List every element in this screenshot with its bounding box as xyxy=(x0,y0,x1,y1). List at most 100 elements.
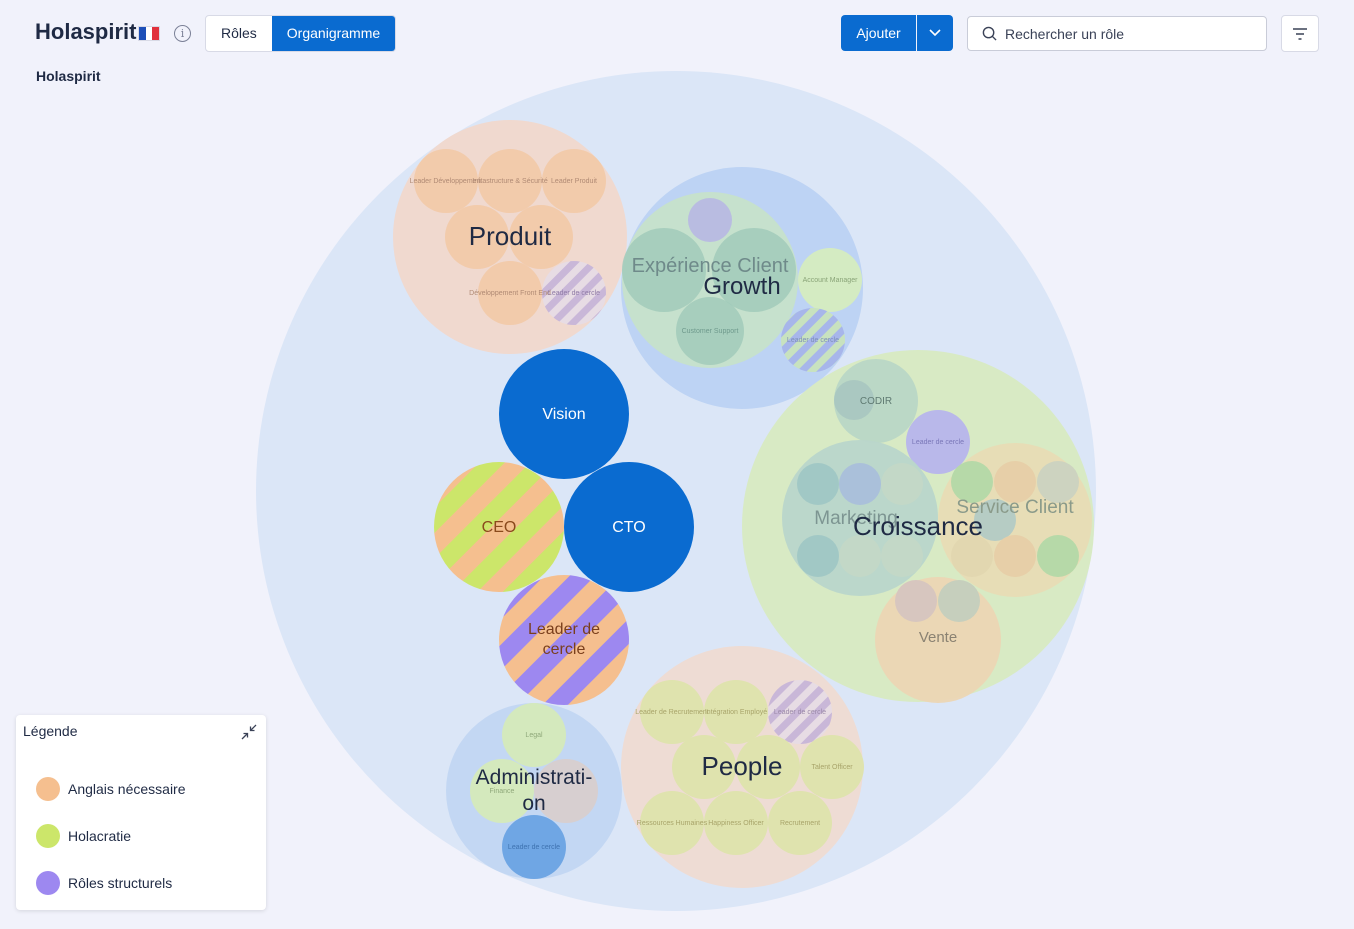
role-customer-experience[interactable] xyxy=(712,228,796,312)
role-account-manager[interactable] xyxy=(798,248,862,312)
role-label: Leader Produit xyxy=(551,178,597,185)
legend-dot xyxy=(36,871,60,895)
top-bar: Holaspirit i Rôles Organigramme Ajouter xyxy=(0,0,1354,66)
add-button[interactable]: Ajouter xyxy=(841,15,916,51)
circle-produit[interactable]: Leader Développement Infrastructure & Sé… xyxy=(393,120,627,354)
legend-dot xyxy=(36,824,60,848)
role-ceo[interactable]: CEO xyxy=(434,462,564,592)
circle-title: Vente xyxy=(919,629,957,646)
circle-title: on xyxy=(522,792,545,815)
role-title: Leader de xyxy=(528,621,600,638)
role-marketing-a[interactable] xyxy=(797,463,839,505)
role-service-b[interactable] xyxy=(994,461,1036,503)
role-label: Legal xyxy=(525,732,543,739)
role-infrastructure-securite[interactable] xyxy=(478,149,542,213)
role-leader-de-recrutement[interactable] xyxy=(640,680,704,744)
role-leader-de-cercle[interactable] xyxy=(542,261,606,325)
role-service-c[interactable] xyxy=(1037,461,1079,503)
role-diversite-inclusion[interactable] xyxy=(672,735,736,799)
role-integration-employe[interactable] xyxy=(704,680,768,744)
role-label: Ressources Humaines xyxy=(637,820,708,827)
role-service-g[interactable] xyxy=(1037,535,1079,577)
role-leader-de-cercle-codir[interactable] xyxy=(834,380,874,420)
role-legal[interactable] xyxy=(502,703,566,767)
circle-people[interactable]: Leader de Recrutement Intégration Employ… xyxy=(621,646,864,888)
role-service-e[interactable] xyxy=(951,535,993,577)
role-label: Recrutement xyxy=(780,820,820,827)
role-leader-de-cercle[interactable] xyxy=(768,680,832,744)
filter-button[interactable] xyxy=(1281,15,1319,52)
search-input[interactable] xyxy=(1005,17,1255,50)
role-leader-produit[interactable] xyxy=(542,149,606,213)
role-title: Vision xyxy=(542,406,585,423)
tab-roles[interactable]: Rôles xyxy=(221,25,257,41)
role-infrastructure-securite-admin[interactable] xyxy=(534,759,598,823)
legend-item-roles-structurels: Rôles structurels xyxy=(36,871,172,895)
breadcrumb: Holaspirit xyxy=(36,68,101,84)
role-ressources-humaines[interactable] xyxy=(640,791,704,855)
role-label: Leader Développement xyxy=(410,178,483,185)
role-cto[interactable]: CTO xyxy=(564,462,694,592)
role-recrutement[interactable] xyxy=(768,791,832,855)
circle-croissance[interactable]: CODIR Leader de cercle Marketing Service… xyxy=(742,350,1094,703)
role-label: Customer Support xyxy=(682,328,739,335)
role-finance[interactable] xyxy=(470,759,534,823)
role-marketing-d[interactable] xyxy=(797,535,839,577)
role-marketing-b[interactable] xyxy=(839,463,881,505)
role-customer-education[interactable] xyxy=(622,228,706,312)
role-formation-developpement[interactable] xyxy=(736,735,800,799)
role-leader-de-cercle-growth[interactable] xyxy=(781,308,845,372)
role-talent-officer[interactable] xyxy=(800,735,864,799)
role-vente-b[interactable] xyxy=(938,580,980,622)
circle-codir[interactable] xyxy=(834,359,918,443)
circle-title: People xyxy=(702,751,783,781)
collapse-icon[interactable] xyxy=(240,723,258,741)
role-label: Leader de Recrutement xyxy=(635,709,709,716)
brand-title: Holaspirit xyxy=(35,19,137,44)
search-icon xyxy=(982,26,997,41)
role-customer-support[interactable] xyxy=(676,297,744,365)
role-leader-developpement[interactable] xyxy=(414,149,478,213)
role-service-f[interactable] xyxy=(994,535,1036,577)
tab-organigramme[interactable]: Organigramme xyxy=(271,16,396,51)
role-label: Happiness Officer xyxy=(708,820,764,827)
role-service-d[interactable] xyxy=(974,499,1016,541)
add-dropdown-button[interactable] xyxy=(917,15,953,51)
role-marketing-f[interactable] xyxy=(881,535,923,577)
role-produit-b[interactable] xyxy=(509,205,573,269)
legend-item-anglais: Anglais nécessaire xyxy=(36,777,186,801)
role-label: Leader de cercle xyxy=(787,337,839,344)
role-marketing-e[interactable] xyxy=(839,535,881,577)
circle-growth[interactable]: Account Manager Leader de cercle Custome… xyxy=(621,167,863,409)
role-service-a[interactable] xyxy=(951,461,993,503)
role-leader-de-cercle-admin[interactable] xyxy=(502,815,566,879)
search-box xyxy=(967,16,1267,51)
legend-label: Holacratie xyxy=(68,828,132,844)
circle-title: Produit xyxy=(469,221,552,251)
role-leader-de-cercle[interactable] xyxy=(688,198,732,242)
role-happiness-officer[interactable] xyxy=(704,791,768,855)
circle-title: Service Client xyxy=(956,497,1074,518)
role-leader-de-cercle-root[interactable]: Leader de cercle xyxy=(499,575,629,705)
circle-administration[interactable]: Legal Finance Leader de cercle Administr… xyxy=(446,703,622,879)
filter-icon xyxy=(1293,27,1307,40)
role-vente-a[interactable] xyxy=(895,580,937,622)
circle-title: Expérience Client xyxy=(632,255,789,277)
role-label: Leader de cercle xyxy=(774,709,826,716)
view-switcher: Rôles Organigramme xyxy=(205,15,397,52)
role-vision[interactable]: Vision xyxy=(499,349,629,479)
role-label: Talent Officer xyxy=(811,764,853,771)
role-leader-de-cercle[interactable] xyxy=(906,410,970,474)
role-marketing-c[interactable] xyxy=(881,463,923,505)
role-title: CTO xyxy=(612,519,645,536)
legend-item-holacratie: Holacratie xyxy=(36,824,131,848)
role-label: Leader de cercle xyxy=(912,439,964,446)
legend-panel: Légende Anglais nécessaire Holacratie Rô… xyxy=(16,715,266,910)
legend-label: Rôles structurels xyxy=(68,875,173,891)
role-label: Leader de cercle xyxy=(508,844,560,851)
legend-title: Légende xyxy=(23,723,78,739)
role-developpement-front-end[interactable] xyxy=(478,261,542,325)
role-produit-a[interactable] xyxy=(445,205,509,269)
info-icon[interactable]: i xyxy=(174,25,191,42)
